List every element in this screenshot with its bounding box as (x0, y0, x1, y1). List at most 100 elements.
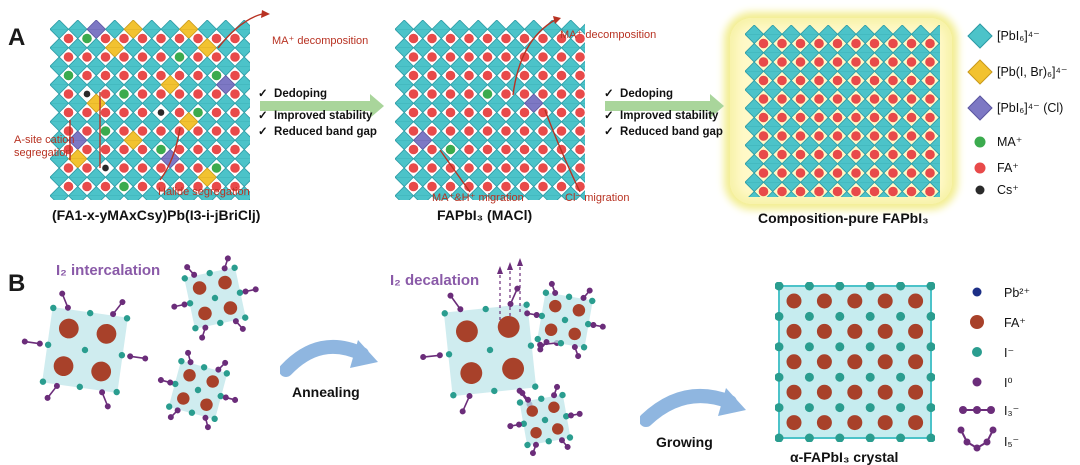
pbi6-octahedron (785, 190, 798, 197)
i0-atom (232, 318, 239, 325)
i0-atom (580, 294, 587, 301)
fa-cation (230, 89, 240, 99)
i-minus-ion (775, 311, 784, 321)
fa-cation (464, 33, 474, 44)
fa-cation (156, 126, 166, 136)
fa-cation (869, 131, 880, 141)
i-minus-ion (206, 269, 213, 277)
fa-cation (925, 75, 935, 86)
fa-cation (832, 149, 843, 160)
fa-cation (230, 107, 240, 118)
i-minus-ion (589, 297, 596, 305)
pure-fapbi3-lattice (745, 25, 940, 197)
fa-ion (847, 415, 863, 431)
pbi6-octahedron (523, 185, 544, 200)
fa-cation (519, 144, 530, 155)
fa-cation (501, 70, 511, 81)
fa-cation (925, 112, 935, 123)
fa-ion (58, 318, 79, 339)
ma-cation (119, 181, 129, 192)
fa-cation (211, 89, 222, 99)
arrow-head (507, 262, 513, 270)
legend-i-minus: I⁻ (1004, 346, 1015, 360)
i-minus-ion (186, 300, 194, 307)
i-minus-ion (242, 314, 249, 321)
ma-cation (193, 107, 203, 118)
i0-atom (576, 410, 583, 417)
i-minus-ion (113, 388, 120, 396)
i0-atom (507, 423, 514, 430)
fa-cation (538, 33, 548, 44)
i0-atom (53, 382, 60, 389)
fa-cation (925, 149, 935, 160)
growing-label: Growing (656, 434, 713, 450)
fa-cation (445, 163, 456, 173)
pbi6-octahedron (748, 190, 761, 197)
i-minus-ion (538, 395, 545, 402)
i-minus-ion (775, 403, 784, 413)
fa-cation (501, 52, 511, 62)
i-minus-ion (775, 433, 784, 442)
fa-cation (795, 131, 806, 141)
fa-cation (100, 89, 111, 99)
fa-cation (464, 126, 474, 136)
fa-ion (455, 320, 478, 343)
fa-cation (814, 168, 824, 178)
i0-atom (204, 424, 211, 431)
i-minus-ion (566, 434, 574, 441)
legend-b-symbols (957, 287, 997, 452)
fa-cation (137, 181, 148, 192)
pbi6-octahedron (803, 190, 816, 197)
i-minus-ion (926, 311, 935, 321)
i0-atom (202, 414, 209, 421)
fa-cation (906, 168, 917, 178)
ma-cation (482, 89, 493, 99)
legend-i5: I₅⁻ (1004, 435, 1020, 449)
fa-cation (758, 131, 769, 141)
fa-cation (193, 52, 203, 62)
fa-cation (538, 52, 548, 62)
i-minus-ion (532, 383, 539, 390)
maci-perovskite-lattice (395, 20, 585, 200)
annealing-arrow (280, 339, 378, 377)
fa-cation (230, 181, 240, 192)
i-minus-ion (835, 433, 845, 442)
fa-cation (82, 163, 92, 173)
fa-cation (814, 131, 824, 141)
fa-ion (218, 275, 232, 290)
fa-cation (482, 126, 493, 136)
i-minus-ion (896, 282, 906, 291)
check-item: ✓ Dedoping (258, 88, 328, 100)
i-minus-ion (865, 282, 875, 291)
i0-atom (457, 306, 464, 313)
fa-cation (445, 181, 456, 192)
fa-cation (119, 126, 129, 136)
fa-ion (568, 327, 581, 341)
fa-cation (519, 181, 530, 192)
fa-cation (211, 181, 222, 192)
fa-cation (925, 94, 935, 104)
fa-cation (445, 52, 456, 62)
fa-cation (100, 70, 111, 81)
fa-ion (198, 306, 212, 321)
legend-a-symbols (967, 23, 993, 195)
fa-cation (408, 181, 419, 192)
fa-cation (814, 38, 824, 49)
i-minus-ion (192, 325, 199, 332)
fa-cation (906, 112, 917, 123)
i0-atom (529, 450, 536, 457)
alpha-fapbi3-crystal (775, 282, 935, 442)
perovskite-cluster (21, 290, 149, 410)
fa-cation (851, 94, 861, 104)
improvements-list-2: ✓ Dedoping ✓ Improved stability ✓ Reduce… (604, 86, 723, 140)
i-minus-ion (50, 304, 57, 312)
fa-cation (795, 57, 806, 67)
fa-cation (814, 186, 824, 197)
i0-atom (184, 264, 191, 271)
fa-cation (427, 163, 437, 173)
fa-cation (427, 89, 437, 99)
pbi6-octahedron (215, 185, 236, 200)
fa-ion (816, 415, 832, 431)
ma-h-migration-label: MA⁺&H⁺ migration (432, 192, 524, 204)
pbi6-octahedron (197, 185, 218, 200)
